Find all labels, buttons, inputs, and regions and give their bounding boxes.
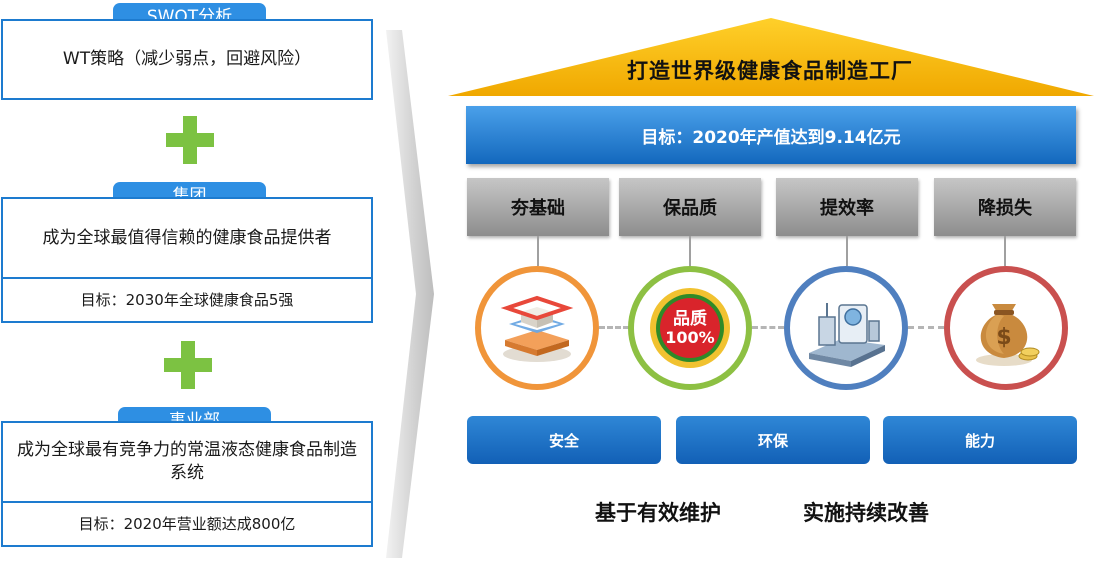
layered-blocks-icon	[500, 295, 574, 362]
group-target-box: 目标：2030年全球健康食品5强	[1, 277, 373, 323]
quality-seal-icon: 品质 100%	[648, 286, 732, 370]
dashed-connector	[908, 326, 944, 329]
quality-ring: 品质 100%	[628, 266, 752, 390]
group-mission-box: 成为全球最值得信赖的健康食品提供者	[1, 197, 373, 279]
roof-triangle	[448, 18, 1094, 96]
roof-title: 打造世界级健康食品制造工厂	[627, 59, 913, 83]
swot-strategy-box: WT策略（减少弱点，回避风险）	[1, 19, 373, 100]
pillar-loss: 降损失	[934, 178, 1076, 236]
bottom-caption-maintenance: 基于有效维护	[595, 501, 721, 525]
plus-icon	[164, 341, 212, 389]
money-bag-icon: $	[976, 304, 1040, 366]
connector-line	[1004, 236, 1006, 266]
svg-text:$: $	[996, 325, 1011, 350]
pillar-quality: 保品质	[619, 178, 761, 236]
goal-bar: 目标：2020年产值达到9.14亿元	[466, 106, 1076, 164]
machine-icon	[809, 303, 885, 367]
quality-seal-line1: 品质	[673, 309, 707, 329]
safety-box: 安全	[467, 416, 661, 464]
quality-seal-line2: 100%	[665, 328, 715, 347]
dashed-connector	[752, 326, 784, 329]
pillar-efficiency: 提效率	[776, 178, 918, 236]
environment-box: 环保	[676, 416, 870, 464]
foundation-ring	[475, 266, 599, 390]
connector-line	[689, 236, 691, 266]
loss-ring: $	[944, 266, 1068, 390]
dashed-connector	[599, 326, 629, 329]
division-mission-box: 成为全球最有竞争力的常温液态健康食品制造系统	[1, 421, 373, 503]
plus-icon	[166, 116, 214, 164]
connector-line	[537, 236, 539, 266]
efficiency-ring	[784, 266, 908, 390]
bottom-caption-improvement: 实施持续改善	[803, 501, 929, 525]
division-target-box: 目标：2020年营业额达成800亿	[1, 501, 373, 547]
capability-box: 能力	[883, 416, 1077, 464]
connector-line	[846, 236, 848, 266]
chevron-arrow	[386, 30, 434, 558]
pillar-foundation: 夯基础	[467, 178, 609, 236]
